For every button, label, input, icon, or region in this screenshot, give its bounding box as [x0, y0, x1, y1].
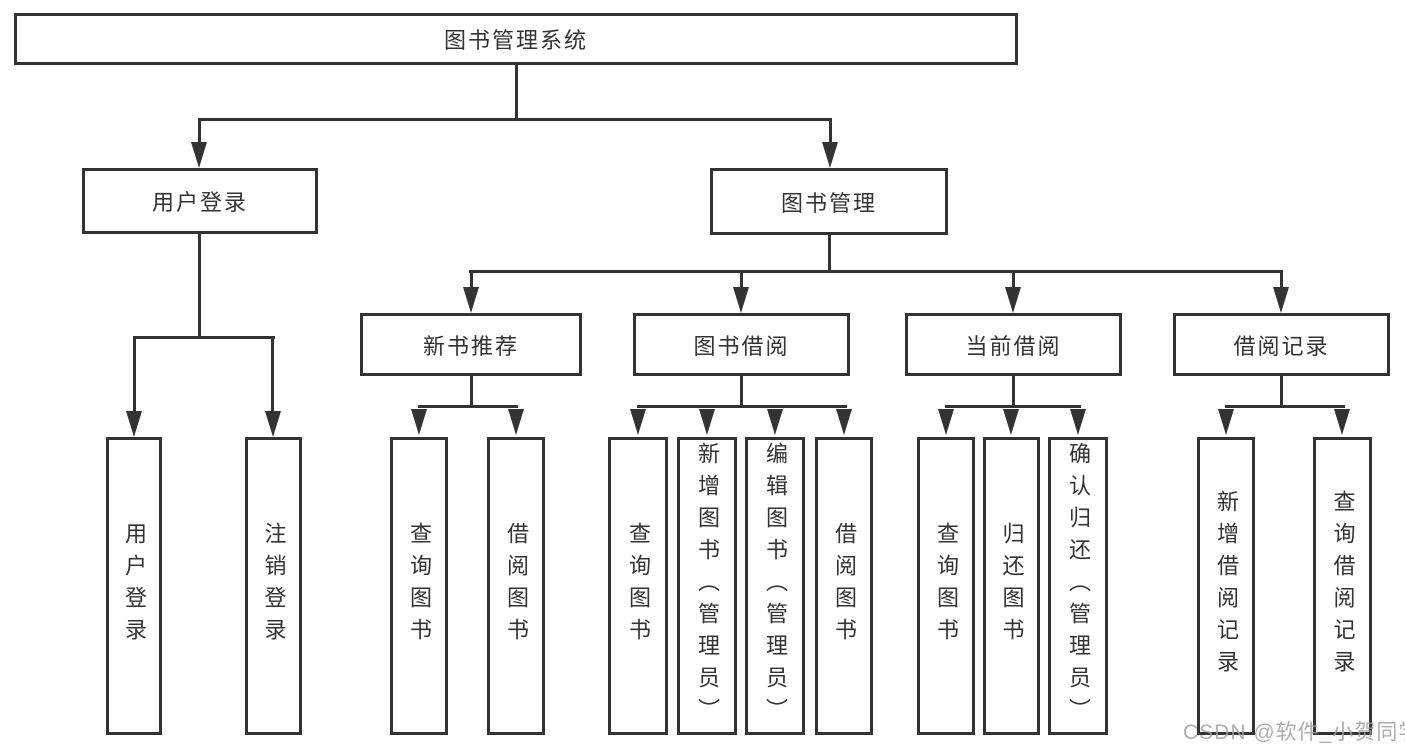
arrowhead-down-icon	[733, 287, 749, 313]
arrowhead-down-icon	[411, 409, 427, 435]
arrowhead-down-icon	[699, 409, 715, 435]
arrowhead-down-icon	[508, 409, 524, 435]
connector-group-drop	[740, 376, 743, 407]
arrowhead-down-icon	[1334, 409, 1350, 435]
arrowhead-down-icon	[630, 409, 646, 435]
node-library-management-system: 图书管理系统	[14, 13, 1018, 65]
node-current-borrowing: 当前借阅	[905, 313, 1122, 376]
arrowhead-down-icon	[938, 409, 954, 435]
leaf-query-books-current: 查询图书	[917, 437, 975, 735]
leaf-return-books: 归还图书	[983, 437, 1040, 735]
connector-group-drop	[1280, 376, 1283, 407]
arrowhead-down-icon	[767, 409, 783, 435]
connector-to-group	[740, 273, 743, 289]
arrowhead-down-icon	[836, 409, 852, 435]
connector-group-bar	[637, 405, 847, 408]
connector-group-bar	[418, 405, 518, 408]
arrowhead-down-icon	[265, 411, 281, 437]
connector-user-login-bar	[133, 336, 275, 339]
node-borrowing-records: 借阅记录	[1173, 313, 1390, 376]
connector-root-drop	[515, 65, 518, 121]
connector-to-user-login	[198, 121, 201, 144]
connector-book-mgmt-drop	[828, 235, 831, 273]
arrowhead-down-icon	[1070, 409, 1086, 435]
connector-level2-bar	[198, 118, 832, 121]
connector-to-group	[1012, 273, 1015, 289]
csdn-watermark: CSDN @软件_小贺同学	[1183, 721, 1405, 744]
node-user-login: 用户登录	[82, 168, 318, 234]
leaf-logout: 注销登录	[245, 437, 302, 735]
arrowhead-down-icon	[1218, 409, 1234, 435]
connector-to-leaf	[271, 339, 274, 413]
connector-to-book-mgmt	[829, 121, 832, 144]
connector-to-leaf	[133, 339, 136, 413]
leaf-user-login: 用户登录	[106, 437, 162, 735]
leaf-borrow-books-recommend: 借阅图书	[487, 437, 545, 735]
arrowhead-down-icon	[822, 142, 838, 168]
arrowhead-down-icon	[126, 411, 142, 437]
connector-to-group	[1280, 273, 1283, 289]
connector-level3-bar	[469, 270, 1283, 273]
leaf-query-borrow-record: 查询借阅记录	[1313, 437, 1372, 735]
leaf-add-books-admin: 新增图书（管理员）	[677, 437, 737, 735]
leaf-confirm-return-admin: 确认归还（管理员）	[1048, 437, 1108, 735]
connector-group-drop	[1012, 376, 1015, 407]
arrowhead-down-icon	[191, 142, 207, 168]
leaf-add-borrow-record: 新增借阅记录	[1197, 437, 1255, 735]
arrowhead-down-icon	[1273, 287, 1289, 313]
node-new-book-recommendation: 新书推荐	[360, 313, 582, 376]
arrowhead-down-icon	[463, 287, 479, 313]
leaf-query-books-recommend: 查询图书	[390, 437, 448, 735]
connector-group-drop	[470, 376, 473, 407]
leaf-query-books-borrowing: 查询图书	[608, 437, 668, 735]
arrowhead-down-icon	[1003, 409, 1019, 435]
leaf-borrow-books-borrowing: 借阅图书	[815, 437, 873, 735]
connector-user-login-drop	[198, 234, 201, 338]
connector-to-group	[470, 273, 473, 289]
node-book-borrowing: 图书借阅	[633, 313, 850, 376]
leaf-edit-books-admin: 编辑图书（管理员）	[745, 437, 805, 735]
connector-group-bar	[945, 405, 1081, 408]
connector-group-bar	[1225, 405, 1345, 408]
arrowhead-down-icon	[1005, 287, 1021, 313]
node-book-management: 图书管理	[710, 168, 948, 235]
